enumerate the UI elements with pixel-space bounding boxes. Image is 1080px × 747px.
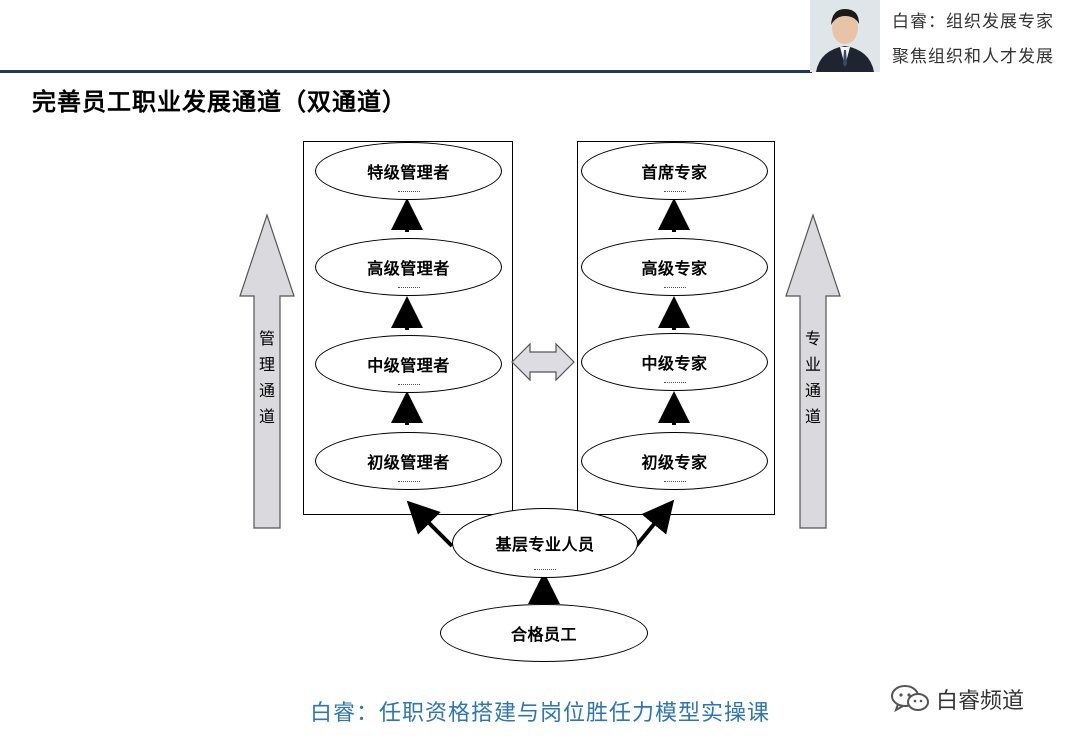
node-management-level-1: 特级管理者 [315, 142, 502, 200]
node-management-level-3: 中级管理者 [315, 335, 502, 393]
management-channel-label: 管理通道 [258, 329, 275, 426]
base-to-tracks-arrows [406, 499, 675, 548]
page-title: 完善员工职业发展通道（双通道） [32, 88, 407, 116]
wechat-icon [891, 685, 929, 713]
node-professional-level-2: 高级专家 [581, 238, 768, 296]
node-base-level: 基层专业人员 [452, 508, 638, 578]
channel-brand: 白睿频道 [890, 683, 1024, 715]
professional-channel-arrow [785, 213, 841, 529]
professional-channel-label: 专业通道 [804, 329, 821, 426]
node-management-level-2: 高级管理者 [315, 238, 502, 296]
author-avatar [810, 0, 880, 72]
bidirectional-arrow [511, 342, 575, 382]
channel-name: 白睿频道 [936, 689, 1025, 714]
node-management-level-4: 初级管理者 [315, 432, 502, 490]
node-professional-level-1: 首席专家 [581, 142, 768, 200]
node-entry-level: 合格员工 [440, 604, 648, 662]
node-professional-level-4: 初级专家 [581, 432, 768, 490]
course-title: 白睿：任职资格搭建与岗位胜任力模型实操课 [309, 701, 770, 726]
management-channel-arrow [239, 213, 295, 529]
node-professional-level-3: 中级专家 [581, 333, 768, 391]
author-subtitle: 聚焦组织和人才发展 [892, 47, 1054, 67]
header-divider [0, 70, 812, 73]
author-title: 白睿：组织发展专家 [892, 12, 1054, 32]
